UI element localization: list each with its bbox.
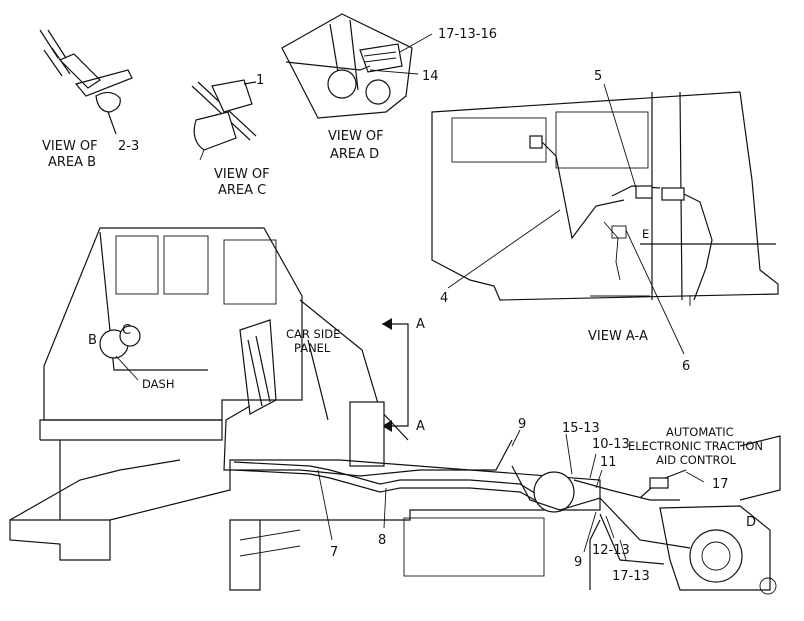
view-aa-label: VIEW A-A: [588, 329, 648, 344]
leader-15-13: [565, 433, 573, 475]
callout-12-13: 12-13: [592, 543, 630, 558]
underframe: [9, 419, 601, 591]
callout-9-top: 9: [518, 417, 526, 432]
view-area-c-label-1: VIEW OF: [214, 167, 270, 182]
leader-17: [685, 471, 705, 483]
view-area-d-drawing: [281, 13, 413, 119]
callout-9-bottom: 9: [574, 555, 582, 570]
callout-8: 8: [378, 533, 386, 548]
callout-10-13: 10-13: [592, 437, 630, 452]
view-area-d-label-2: AREA D: [330, 147, 379, 162]
leader-6: [625, 229, 685, 355]
dash-label: DASH: [142, 377, 174, 391]
view-area-b-label-2: AREA B: [48, 155, 96, 170]
callout-1: 1: [256, 73, 264, 88]
view-area-b-label-1: VIEW OF: [42, 139, 98, 154]
cabinet-harness: [223, 319, 513, 477]
leader-8: [383, 487, 387, 529]
leader-10-13: [589, 453, 597, 479]
callout-2-3: 2-3: [118, 139, 139, 154]
callout-e: E: [642, 227, 649, 241]
view-area-b-drawing: [39, 29, 133, 135]
view-area-c-label-2: AREA C: [218, 183, 266, 198]
callout-c: C: [122, 323, 131, 338]
callout-5: 5: [594, 69, 602, 84]
leader-17-13: [619, 539, 627, 561]
leader-12-13: [605, 515, 615, 539]
aetac-label-2: ELECTRONIC TRACTION: [628, 439, 763, 453]
cab-body: [43, 227, 409, 441]
callout-b: B: [88, 333, 97, 348]
callout-17-13: 17-13: [612, 569, 650, 584]
callout-14: 14: [422, 69, 439, 84]
truck-assembly: [511, 435, 781, 595]
leader-9-bottom: [583, 511, 597, 553]
leader-7: [317, 469, 333, 541]
leader-14: [369, 69, 419, 75]
section-a-bottom: A: [416, 419, 425, 434]
leader-17-13-16: [399, 33, 433, 53]
view-area-c-drawing: [191, 79, 257, 161]
callout-4: 4: [440, 291, 448, 306]
leader-4: [447, 209, 561, 289]
callout-7: 7: [330, 545, 338, 560]
view-aa-drawing: [431, 91, 779, 306]
callout-17-13-16: 17-13-16: [438, 27, 497, 42]
view-area-d-label-1: VIEW OF: [328, 129, 384, 144]
leader-5: [603, 83, 637, 189]
section-line-aa: [349, 318, 409, 467]
callout-6: 6: [682, 359, 690, 374]
callout-d: D: [746, 515, 756, 530]
car-side-panel-label-1: CAR SIDE: [286, 327, 340, 341]
section-a-top: A: [416, 317, 425, 332]
aetac-label-3: AID CONTROL: [656, 453, 737, 467]
aetac-label-1: AUTOMATIC: [666, 425, 734, 439]
callout-11: 11: [600, 455, 617, 470]
callout-15-13: 15-13: [562, 421, 600, 436]
leader-11: [595, 469, 603, 489]
callout-17: 17: [712, 477, 729, 492]
leader-9-top: [511, 429, 521, 447]
car-side-panel-label-2: PANEL: [294, 341, 331, 355]
